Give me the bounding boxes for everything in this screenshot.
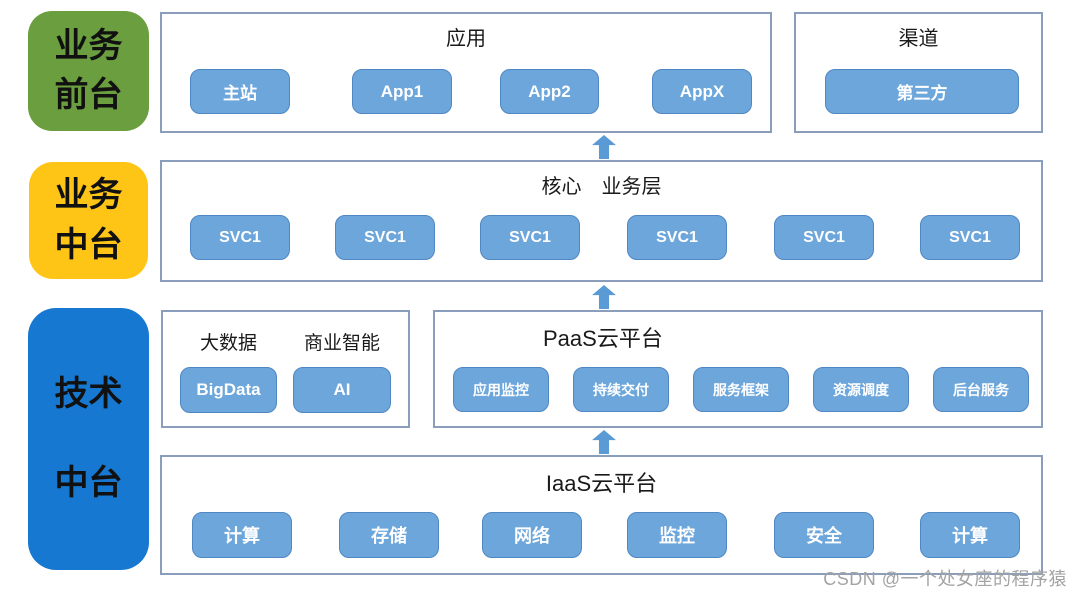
label-line: 前台 xyxy=(54,76,123,114)
up-arrow-icon xyxy=(592,135,616,159)
panel-channel: 渠道 第三方 xyxy=(794,12,1043,133)
label-line: 中台 xyxy=(54,225,123,264)
panel-application: 应用 主站 App1 App2 AppX xyxy=(160,12,772,133)
node-svc1-1: SVC1 xyxy=(190,215,290,260)
node-app2: App2 xyxy=(500,69,599,114)
panel-paas-cloud: PaaS云平台 应用监控 持续交付 服务框架 资源调度 后台服务 xyxy=(433,310,1043,428)
up-arrow-icon xyxy=(592,285,616,309)
panel-title-application: 应用 xyxy=(446,28,486,50)
node-storage: 存储 xyxy=(339,512,439,558)
panel-iaas-cloud: IaaS云平台 计算 存储 网络 监控 安全 计算 xyxy=(160,455,1043,575)
node-compute-2: 计算 xyxy=(920,512,1020,558)
label-tech-midplatform: 技术 中台 xyxy=(28,308,149,570)
panel-title-channel: 渠道 xyxy=(898,28,939,50)
watermark: CSDN @一个处女座的程序猿 xyxy=(823,569,1067,589)
panel-core-business-layer: 核心 业务层 SVC1 SVC1 SVC1 SVC1 SVC1 SVC1 xyxy=(160,160,1043,282)
label-line: 技术 xyxy=(54,374,123,413)
panel-title-core: 核心 业务层 xyxy=(541,176,662,198)
node-monitoring: 监控 xyxy=(627,512,727,558)
node-network: 网络 xyxy=(482,512,582,558)
node-bigdata: BigData xyxy=(180,367,277,413)
node-continuous-delivery: 持续交付 xyxy=(573,367,669,412)
panel-title-bigdata: 大数据 xyxy=(199,333,257,354)
node-appx: AppX xyxy=(652,69,752,114)
panel-bigdata-bi: 大数据 商业智能 BigData AI xyxy=(161,310,410,428)
up-arrow-icon xyxy=(592,430,616,454)
label-business-frontend: 业务 前台 xyxy=(28,11,149,131)
panel-title-iaas: IaaS云平台 xyxy=(545,471,658,496)
label-business-midplatform: 业务 中台 xyxy=(29,162,148,279)
node-svc1-6: SVC1 xyxy=(920,215,1020,260)
panel-title-paas: PaaS云平台 xyxy=(543,326,663,351)
label-line: 业务 xyxy=(54,26,123,65)
node-ai: AI xyxy=(293,367,391,413)
node-resource-scheduling: 资源调度 xyxy=(813,367,909,412)
node-compute-1: 计算 xyxy=(192,512,292,558)
node-svc1-3: SVC1 xyxy=(480,215,580,260)
panel-title-bi: 商业智能 xyxy=(303,333,380,354)
node-app1: App1 xyxy=(352,69,452,114)
node-svc1-4: SVC1 xyxy=(627,215,727,260)
label-line: 业务 xyxy=(54,176,123,215)
node-app-monitoring: 应用监控 xyxy=(453,367,549,412)
node-third-party: 第三方 xyxy=(825,69,1019,114)
label-line: 中台 xyxy=(54,464,123,502)
node-security: 安全 xyxy=(774,512,874,558)
node-main-site: 主站 xyxy=(190,69,290,114)
node-svc1-2: SVC1 xyxy=(335,215,435,260)
node-svc1-5: SVC1 xyxy=(774,215,874,260)
node-service-framework: 服务框架 xyxy=(693,367,789,412)
node-backend-service: 后台服务 xyxy=(933,367,1029,412)
